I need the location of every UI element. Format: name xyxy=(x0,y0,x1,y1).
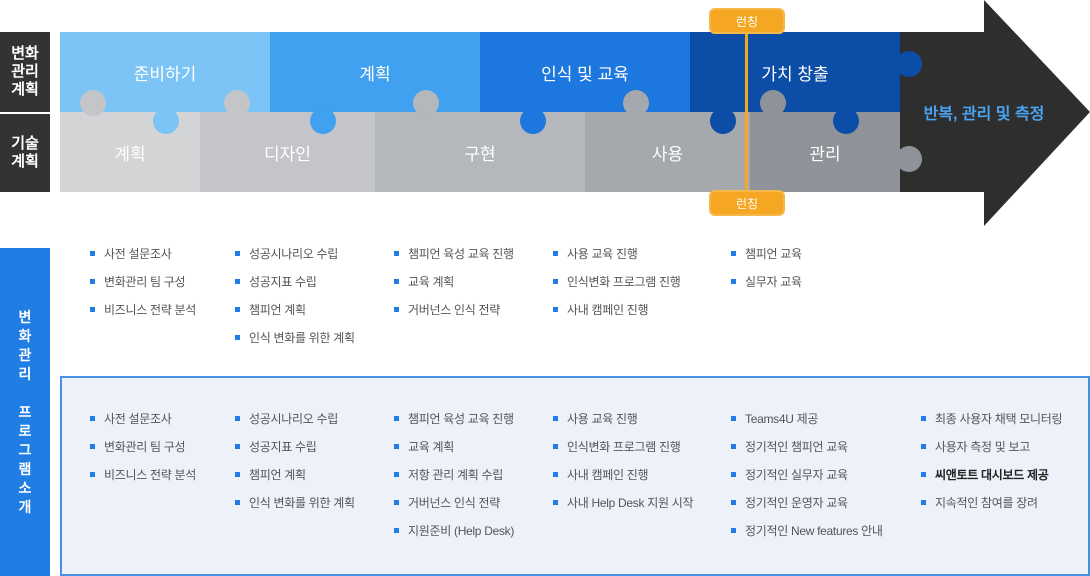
lower-list-use: 사용 교육 진행 인식변화 프로그램 진행 사내 캠페인 진행 사내 Help … xyxy=(553,411,694,523)
list-item: 최종 사용자 채택 모니터링 xyxy=(921,411,1063,439)
list-item: 실무자 교육 xyxy=(731,274,802,302)
program-detail-box xyxy=(60,376,1090,576)
list-item: 거버넌스 인식 전략 xyxy=(394,495,514,523)
bottom-band-manage: 관리 xyxy=(750,112,900,192)
list-item: 인식변화 프로그램 진행 xyxy=(553,439,693,467)
puzzle-dot xyxy=(896,51,922,77)
launch-badge-top: 런칭 xyxy=(709,8,785,34)
list-item: 인식변화 프로그램 진행 xyxy=(553,274,681,302)
list-item: 지속적인 참여를 장려 xyxy=(921,495,1062,523)
list-item: 변화관리 팀 구성 xyxy=(90,274,196,302)
list-item: 성공시나리오 수립 xyxy=(235,246,355,274)
list-item: 저항 관리 계획 수립 xyxy=(394,467,514,495)
list-item: 교육 계획 xyxy=(394,274,514,302)
list-item: 사내 캠페인 진행 xyxy=(553,467,693,495)
list-item: 지원준비 (Help Desk) xyxy=(394,523,514,551)
bottom-band-plan: 계획 xyxy=(60,112,200,192)
puzzle-dot xyxy=(760,90,786,116)
launch-badge-bottom: 런칭 xyxy=(709,190,785,216)
list-item: 정기적인 챔피언 교육 xyxy=(731,439,883,467)
list-item: 성공시나리오 수립 xyxy=(235,411,355,439)
list-item: 인식 변화를 위한 계획 xyxy=(235,495,355,523)
tech-plan-label: 기술 계획 xyxy=(0,114,50,192)
puzzle-dot xyxy=(896,146,922,172)
list-item: 사내 캠페인 진행 xyxy=(553,302,680,330)
top-band-plan: 계획 xyxy=(270,32,480,112)
list-item: 사용 교육 진행 xyxy=(553,411,693,439)
list-item: 챔피언 육성 교육 진행 xyxy=(394,411,514,439)
list-item: 씨앤토트 대시보드 제공 xyxy=(921,467,1062,495)
list-item: 비즈니스 전략 분석 xyxy=(90,302,196,330)
list-item: 변화관리 팀 구성 xyxy=(90,439,196,467)
list-item: 정기적인 운영자 교육 xyxy=(731,495,883,523)
list-item: 챔피언 육성 교육 진행 xyxy=(394,246,514,274)
list-item: Teams4U 제공 xyxy=(731,411,883,439)
puzzle-dot xyxy=(80,90,106,116)
list-item: 챔피언 교육 xyxy=(731,246,802,274)
program-intro-label: 변 화 관 리 프 로 그 램 소 개 xyxy=(0,248,50,576)
list-item: 성공지표 수립 xyxy=(235,439,355,467)
puzzle-dot xyxy=(153,108,179,134)
puzzle-dot xyxy=(310,108,336,134)
puzzle-dot xyxy=(224,90,250,116)
lower-list-plan: 성공시나리오 수립 성공지표 수립 챔피언 계획 인식 변화를 위한 계획 xyxy=(235,411,355,523)
puzzle-dot xyxy=(520,108,546,134)
bottom-band-implement: 구현 xyxy=(375,112,585,192)
list-item: 인식 변화를 위한 계획 xyxy=(235,330,355,358)
upper-list-value: 챔피언 교육 실무자 교육 xyxy=(731,246,802,302)
upper-list-prepare: 사전 설문조사 변화관리 팀 구성 비즈니스 전략 분석 xyxy=(90,246,196,330)
lower-list-value: Teams4U 제공 정기적인 챔피언 교육 정기적인 실무자 교육 정기적인 … xyxy=(731,411,883,551)
list-item: 사용자 측정 및 보고 xyxy=(921,439,1062,467)
arrow-text: 반복, 관리 및 측정 xyxy=(923,106,1045,123)
list-item: 비즈니스 전략 분석 xyxy=(90,467,196,495)
lower-list-prepare: 사전 설문조사 변화관리 팀 구성 비즈니스 전략 분석 xyxy=(90,411,196,495)
puzzle-dot xyxy=(710,108,736,134)
list-item: 정기적인 New features 안내 xyxy=(731,523,883,551)
list-item: 성공지표 수립 xyxy=(235,274,355,302)
upper-list-awareness: 챔피언 육성 교육 진행 교육 계획 거버넌스 인식 전략 xyxy=(394,246,514,330)
list-item: 거버넌스 인식 전략 xyxy=(394,302,514,330)
puzzle-dot xyxy=(413,90,439,116)
top-band-value: 가치 창출 xyxy=(690,32,900,112)
list-item: 정기적인 실무자 교육 xyxy=(731,467,883,495)
list-item: 사전 설문조사 xyxy=(90,411,196,439)
lower-list-iterate: 최종 사용자 채택 모니터링 사용자 측정 및 보고 씨앤토트 대시보드 제공 … xyxy=(921,411,1063,523)
list-item: 챔피언 계획 xyxy=(235,467,355,495)
upper-list-use: 사용 교육 진행 인식변화 프로그램 진행 사내 캠페인 진행 xyxy=(553,246,681,330)
launch-line xyxy=(745,30,748,196)
puzzle-dot xyxy=(833,108,859,134)
list-item: 사전 설문조사 xyxy=(90,246,196,274)
bottom-band-design: 디자인 xyxy=(200,112,375,192)
list-item: 교육 계획 xyxy=(394,439,514,467)
puzzle-dot xyxy=(623,90,649,116)
upper-list-plan: 성공시나리오 수립 성공지표 수립 챔피언 계획 인식 변화를 위한 계획 xyxy=(235,246,355,358)
top-band-awareness: 인식 및 교육 xyxy=(480,32,690,112)
lower-list-awareness: 챔피언 육성 교육 진행 교육 계획 저항 관리 계획 수립 거버넌스 인식 전… xyxy=(394,411,514,551)
list-item: 챔피언 계획 xyxy=(235,302,355,330)
change-plan-label: 변화 관리 계획 xyxy=(0,32,50,112)
list-item: 사용 교육 진행 xyxy=(553,246,680,274)
list-item: 사내 Help Desk 지원 시작 xyxy=(553,495,694,523)
